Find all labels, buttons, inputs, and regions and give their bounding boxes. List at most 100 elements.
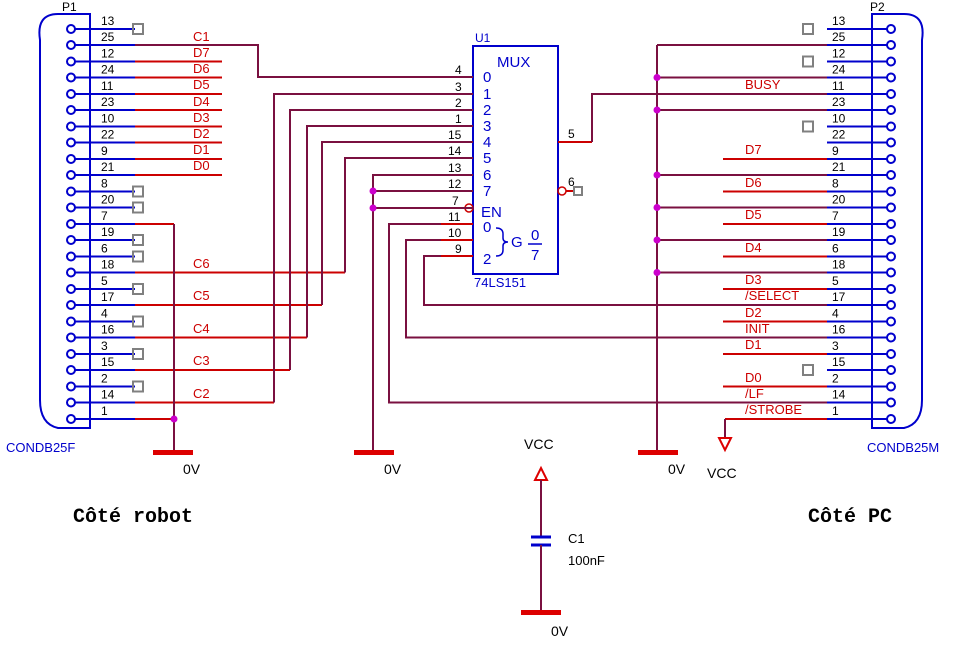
ground-symbol: 0V: [638, 450, 686, 477]
pin-number: 17: [832, 290, 846, 304]
pin-circle: [886, 137, 896, 148]
pin-circle: [886, 40, 896, 50]
pin-number: 16: [101, 323, 115, 337]
vcc-label-pc: VCC: [707, 465, 737, 481]
pin-number: 8: [832, 177, 839, 191]
pin-number: 2: [832, 372, 839, 386]
pc-signal-label: /SELECT: [745, 288, 799, 303]
pin-circle: [66, 332, 76, 343]
pin-circle: [66, 72, 76, 83]
pin-circle: [886, 105, 896, 115]
vcc-label-cap: VCC: [524, 436, 554, 452]
pin-circle: [886, 381, 896, 392]
pin-number: 18: [832, 258, 846, 272]
junction-dot: [653, 269, 661, 276]
pin-circle: [66, 349, 76, 359]
mux-pin-number: 3: [455, 80, 462, 94]
robot-signal-label: D1: [193, 142, 210, 157]
mux-brace: [495, 227, 509, 257]
pin-circle: [66, 251, 76, 262]
mux-body: [472, 45, 559, 275]
pin-circle: [66, 56, 76, 67]
pin-circle: [886, 349, 896, 359]
pin-circle: [886, 72, 896, 83]
pin-number: 15: [101, 355, 115, 369]
pc-signal-label: INIT: [745, 321, 770, 336]
pin-number: 20: [101, 193, 115, 207]
pin-circle: [886, 316, 896, 327]
junction-dot: [653, 236, 661, 244]
connector-shell: [38, 13, 91, 429]
pin-circle: [66, 105, 76, 115]
pin-number: 13: [101, 14, 115, 28]
mux-sel-low: 0: [483, 219, 491, 236]
gnd-label-4: 0V: [551, 623, 569, 639]
pin-number: 22: [832, 128, 846, 142]
pin-circle: [886, 186, 896, 197]
pin-number: 21: [101, 160, 115, 174]
mux-pin-number: 2: [455, 96, 462, 110]
mux-input-label: 6: [483, 167, 491, 184]
pin-number: 1: [101, 404, 108, 418]
robot-signal-label: D3: [193, 110, 210, 125]
ground-symbol: 0V: [521, 610, 569, 639]
pin-number: 4: [832, 307, 839, 321]
pin-circle: [66, 121, 76, 132]
mux-pin-number: 11: [448, 210, 461, 224]
pin-circle: [66, 186, 76, 197]
mux-input-label: 5: [483, 150, 491, 167]
mux-pin-number: 7: [452, 194, 459, 208]
mux-part: 74LS151: [474, 275, 526, 290]
mux-w-bubble: [557, 186, 567, 196]
robot-signal-label: C4: [193, 321, 210, 336]
pin-circle: [886, 397, 896, 408]
junction-dot: [653, 106, 661, 114]
pc-signal-label: D3: [745, 272, 762, 287]
wire-init: [405, 239, 827, 339]
pin-number: 12: [832, 47, 846, 61]
connector-shell: [871, 13, 924, 429]
pin-circle: [886, 284, 896, 294]
mux-frac-den: 7: [531, 247, 539, 264]
no-connect-marker: [132, 283, 144, 295]
pin-circle: [886, 365, 896, 375]
mux-pin-number: 14: [448, 144, 462, 158]
no-connect-marker: [802, 23, 814, 35]
pin-number: 23: [101, 95, 115, 109]
pin-number: 1: [832, 404, 839, 418]
pin-number: 11: [832, 79, 845, 93]
pin-circle: [886, 251, 896, 262]
pin-number: 5: [101, 274, 108, 288]
pin-number: 8: [101, 177, 108, 191]
no-connect-marker: [132, 185, 144, 198]
pin-number: 25: [832, 30, 846, 44]
no-connect-marker: [573, 186, 583, 196]
pin-circle: [66, 316, 76, 327]
mux-pin-number: 10: [448, 226, 462, 240]
pin-number: 3: [832, 339, 839, 353]
no-connect-marker: [802, 120, 814, 133]
pin-number: 12: [101, 47, 115, 61]
mux-input-label: 1: [483, 86, 491, 103]
mux-input-label: 0: [483, 69, 491, 86]
junction-dot: [653, 204, 661, 211]
pin-number: 2: [101, 372, 108, 386]
pin-circle: [886, 332, 896, 343]
caption-pc-side: Côté PC: [808, 506, 892, 529]
pin-number: 24: [101, 63, 115, 77]
no-connect-marker: [132, 315, 144, 328]
no-connect-marker: [132, 234, 144, 246]
pc-signal-labels: BUSYD7D6D5D4D3/SELECTD2INITD1D0/LF/STROB…: [745, 77, 802, 417]
pin-number: 23: [832, 95, 846, 109]
pin-circle: [886, 24, 896, 34]
mux-ref: U1: [475, 31, 491, 45]
pin-circle: [66, 365, 76, 375]
gnd-label-3: 0V: [668, 461, 686, 477]
robot-signal-label: D6: [193, 61, 210, 76]
pin-circle: [66, 170, 76, 180]
pc-signal-label: D1: [745, 337, 762, 352]
mux-sel-high: 2: [483, 251, 491, 268]
pin-circle: [66, 397, 76, 408]
